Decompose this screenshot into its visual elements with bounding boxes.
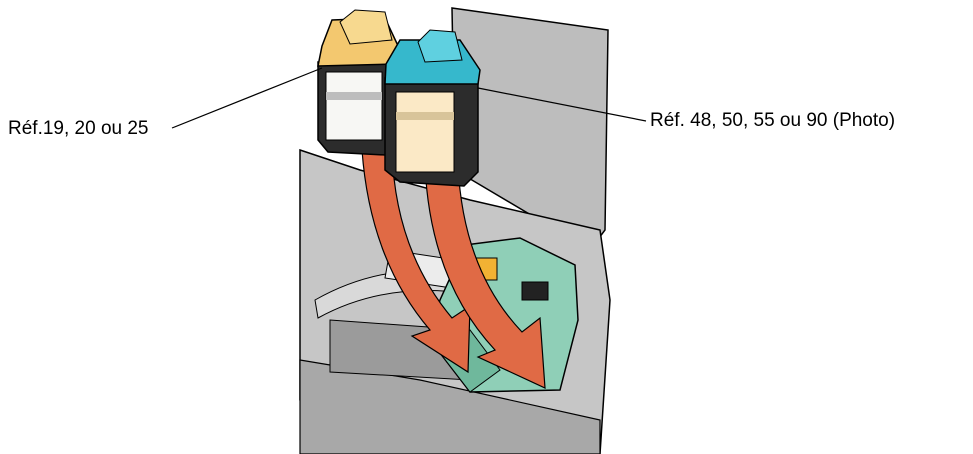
black-cartridge-callout: Réf.19, 20 ou 25 (8, 118, 149, 139)
arrow-left (361, 149, 471, 374)
printer-front-ledge (299, 359, 601, 454)
carrier-latch-black (521, 281, 549, 301)
leader-line-left (171, 67, 323, 129)
color-cartridge-label-band (396, 112, 454, 120)
color-cartridge (384, 29, 481, 187)
color-cartridge-callout: Réf. 48, 50, 55 ou 90 (Photo) (650, 110, 896, 131)
black-cartridge-label-band (326, 92, 382, 100)
leader-line-right (477, 87, 647, 122)
arrow-right (424, 164, 546, 389)
black-cartridge-label (325, 71, 383, 141)
insert-arrows (361, 149, 546, 389)
black-cartridge-handle (339, 9, 393, 45)
color-cartridge-label (395, 91, 455, 173)
black-cartridge (317, 9, 401, 156)
color-cartridge-handle (417, 29, 463, 63)
